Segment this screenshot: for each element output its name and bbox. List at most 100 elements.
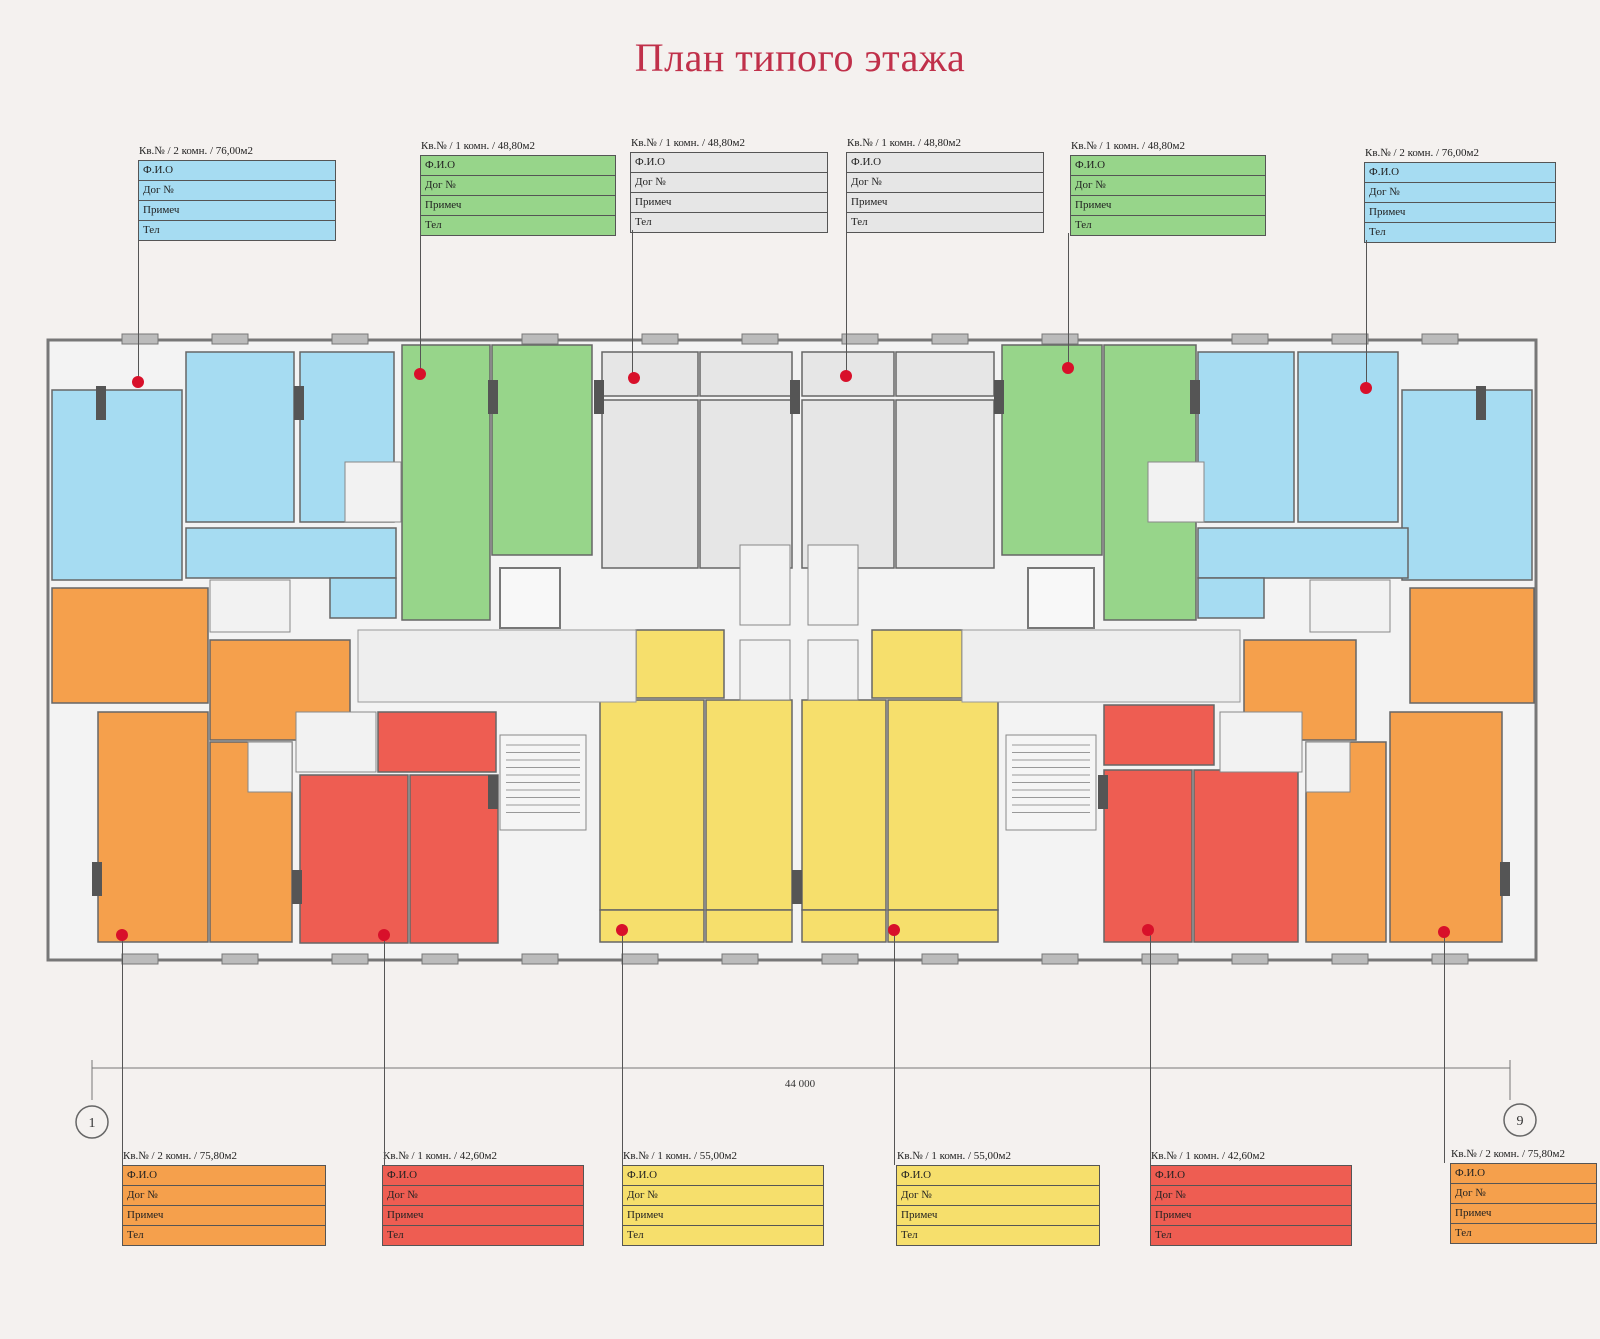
- apartment-field[interactable]: Ф.И.О: [1071, 156, 1265, 176]
- apartment-field[interactable]: Ф.И.О: [623, 1166, 823, 1186]
- apartment-field[interactable]: Тел: [627, 1229, 644, 1241]
- window: [1231, 333, 1269, 345]
- apartment-field[interactable]: Тел: [425, 219, 442, 231]
- window: [1141, 953, 1179, 965]
- room: [801, 699, 887, 911]
- structural-column: [1190, 380, 1200, 414]
- room: [401, 344, 491, 621]
- apartment-field[interactable]: Примеч: [123, 1206, 325, 1226]
- apartment-field[interactable]: Ф.И.О: [123, 1166, 325, 1186]
- window: [1231, 953, 1269, 965]
- structural-column: [1500, 862, 1510, 896]
- apartment-marker-dot: [628, 372, 640, 384]
- apartment-field[interactable]: Дог №: [1451, 1184, 1596, 1204]
- apartment-field[interactable]: Примеч: [1451, 1204, 1596, 1224]
- room: [699, 399, 793, 569]
- axis-label-left: 1: [89, 1116, 96, 1131]
- apartment-field[interactable]: Примеч: [139, 201, 335, 221]
- window: [841, 333, 879, 345]
- window: [741, 333, 779, 345]
- room: [51, 587, 209, 704]
- apartment-field[interactable]: Тел: [1369, 226, 1386, 238]
- apartment-field[interactable]: Ф.И.О: [1451, 1164, 1596, 1184]
- apartment-field[interactable]: Ф.И.О: [1151, 1166, 1351, 1186]
- room: [599, 699, 705, 911]
- room: [635, 629, 725, 699]
- apartment-field[interactable]: Примеч: [623, 1206, 823, 1226]
- apartment-field[interactable]: Примеч: [1151, 1206, 1351, 1226]
- room: [1001, 344, 1103, 556]
- leader-line: [894, 930, 895, 1165]
- apartment-field[interactable]: Ф.И.О: [383, 1166, 583, 1186]
- apartment-field[interactable]: Дог №: [123, 1186, 325, 1206]
- apartment-field[interactable]: Дог №: [421, 176, 615, 196]
- apartment-header: Кв.№ / 1 комн. / 42,60м2: [383, 1150, 498, 1162]
- window: [721, 953, 759, 965]
- apartment-field[interactable]: Примеч: [1365, 203, 1555, 223]
- room: [801, 909, 887, 943]
- room: [895, 399, 995, 569]
- room: [97, 711, 209, 943]
- room: [491, 344, 593, 556]
- apartment-field[interactable]: Дог №: [1151, 1186, 1351, 1206]
- apartment-header: Кв.№ / 2 комн. / 76,00м2: [139, 145, 254, 157]
- window: [521, 953, 559, 965]
- room: [377, 711, 497, 773]
- apartment-field[interactable]: Дог №: [1071, 176, 1265, 196]
- structural-column: [92, 862, 102, 896]
- window: [121, 333, 159, 345]
- window: [211, 333, 249, 345]
- elevator: [499, 567, 561, 629]
- leader-line: [1444, 932, 1445, 1163]
- apartment-field[interactable]: Примеч: [383, 1206, 583, 1226]
- leader-line: [632, 230, 633, 378]
- apartment-field[interactable]: Примеч: [847, 193, 1043, 213]
- apartment-field[interactable]: Ф.И.О: [897, 1166, 1099, 1186]
- bathroom: [1147, 461, 1205, 523]
- apartment-field[interactable]: Ф.И.О: [139, 161, 335, 181]
- apartment-field[interactable]: Дог №: [139, 181, 335, 201]
- structural-column: [790, 380, 800, 414]
- apartment-field[interactable]: Дог №: [383, 1186, 583, 1206]
- apartment-field[interactable]: Примеч: [421, 196, 615, 216]
- leader-line: [138, 238, 139, 382]
- apartment-field[interactable]: Тел: [1075, 219, 1092, 231]
- room: [895, 351, 995, 397]
- room: [1297, 351, 1399, 523]
- apartment-field[interactable]: Ф.И.О: [847, 153, 1043, 173]
- apartment-field[interactable]: Тел: [387, 1229, 404, 1241]
- apartment-field[interactable]: Тел: [851, 216, 868, 228]
- apartment-field[interactable]: Дог №: [623, 1186, 823, 1206]
- room: [1197, 577, 1265, 619]
- bathroom: [739, 639, 791, 701]
- apartment-field[interactable]: Примеч: [1071, 196, 1265, 216]
- apartment-field[interactable]: Тел: [901, 1229, 918, 1241]
- apartment-field[interactable]: Примеч: [631, 193, 827, 213]
- apartment-field[interactable]: Тел: [1155, 1229, 1172, 1241]
- apartment-field[interactable]: Дог №: [897, 1186, 1099, 1206]
- apartment-field[interactable]: Примеч: [897, 1206, 1099, 1226]
- apartment-field[interactable]: Тел: [143, 224, 160, 236]
- window: [1331, 953, 1369, 965]
- apartment-field[interactable]: Дог №: [1365, 183, 1555, 203]
- apartment-field[interactable]: Тел: [635, 216, 652, 228]
- leader-line: [420, 233, 421, 374]
- apartment-marker-dot: [888, 924, 900, 936]
- bathroom: [1309, 579, 1391, 633]
- apartment-field[interactable]: Ф.И.О: [631, 153, 827, 173]
- window: [1421, 333, 1459, 345]
- apartment-field[interactable]: Ф.И.О: [1365, 163, 1555, 183]
- window: [1041, 333, 1079, 345]
- apartment-field[interactable]: Тел: [127, 1229, 144, 1241]
- apartment-header: Кв.№ / 1 комн. / 55,00м2: [897, 1150, 1012, 1162]
- window: [421, 953, 459, 965]
- apartment-field[interactable]: Дог №: [631, 173, 827, 193]
- leader-line: [622, 930, 623, 1165]
- apartment-field[interactable]: Ф.И.О: [421, 156, 615, 176]
- apartment-header: Кв.№ / 2 комн. / 75,80м2: [1451, 1148, 1566, 1160]
- apartment-field[interactable]: Тел: [1455, 1227, 1472, 1239]
- apartment-field[interactable]: Дог №: [847, 173, 1043, 193]
